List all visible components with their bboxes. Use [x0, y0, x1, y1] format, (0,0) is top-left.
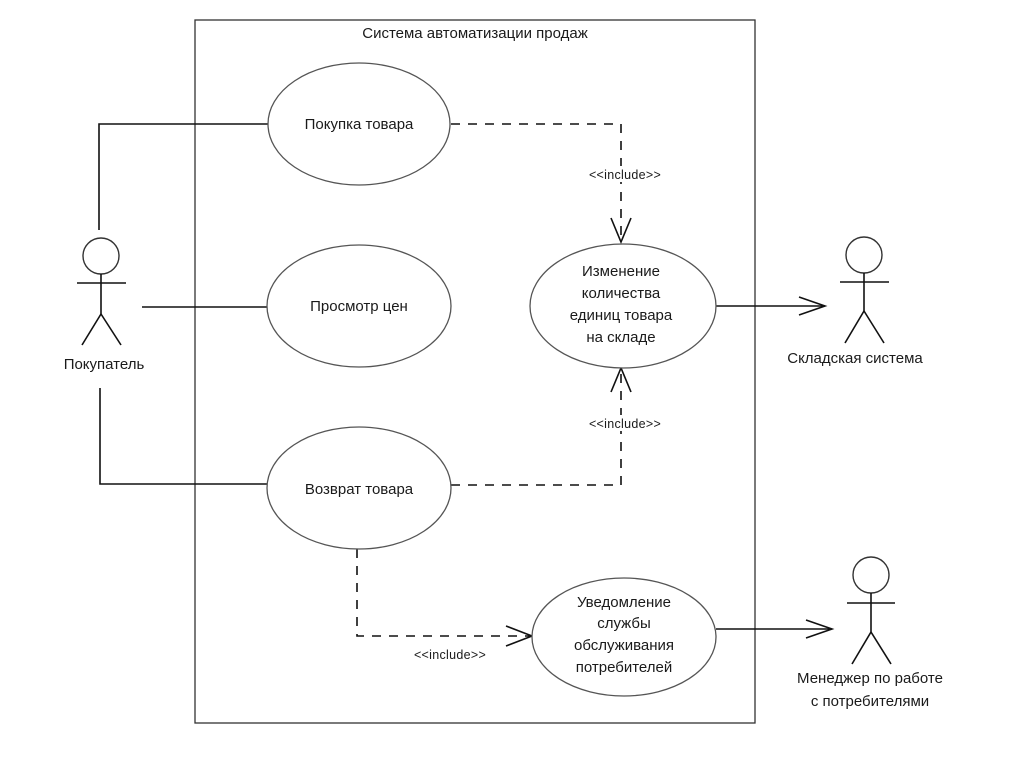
use-case-view-prices[interactable]: Просмотр цен — [266, 244, 452, 368]
include-label-return: <<include>> — [589, 417, 661, 431]
use-case-notify-service[interactable]: Уведомление службы обслуживания потребит… — [531, 577, 717, 697]
include-return-change-stock — [451, 370, 622, 486]
use-case-return[interactable]: Возврат товара — [266, 426, 452, 550]
use-case-label-line: единиц товара — [570, 307, 673, 324]
use-case-label: Покупка товара — [305, 116, 414, 133]
use-case-ellipse — [529, 243, 717, 369]
stick-figure-icon — [840, 236, 889, 344]
label-bg — [572, 166, 678, 182]
actor-label: Покупатель — [64, 356, 145, 373]
include-label-notify: <<include>> — [414, 648, 486, 662]
use-case-purchase[interactable]: Покупка товара — [267, 62, 451, 186]
use-case-ellipse — [266, 426, 452, 550]
use-case-label-line: Изменение — [582, 263, 660, 280]
association-buyer-purchase — [98, 123, 268, 230]
association-arrowhead — [798, 296, 828, 316]
include-purchase-change-stock — [451, 123, 622, 240]
use-case-label-line: количества — [582, 285, 661, 302]
use-case-change-stock[interactable]: Изменение количества единиц товара на ск… — [529, 243, 717, 369]
label-bg — [572, 415, 678, 431]
actor-buyer[interactable]: Покупатель — [64, 237, 145, 373]
include-return-notify — [356, 549, 530, 637]
stick-figure-icon — [77, 237, 126, 346]
use-case-ellipse — [531, 577, 717, 697]
actor-warehouse-system[interactable]: Складская система — [787, 236, 923, 367]
stick-figure-icon — [847, 556, 895, 665]
use-case-label-line: на складе — [586, 329, 655, 346]
use-case-label: Просмотр цен — [310, 298, 408, 315]
actor-label-line: Менеджер по работе — [797, 670, 943, 687]
use-case-label-line: службы — [597, 615, 651, 632]
actor-label: Складская система — [787, 350, 923, 367]
actor-label-line: с потребителями — [811, 693, 929, 710]
include-arrowhead — [610, 217, 632, 245]
use-case-label-line: потребителей — [576, 659, 673, 676]
association-buyer-return — [99, 388, 267, 485]
system-boundary-title: Система автоматизации продаж — [362, 25, 588, 42]
system-boundary — [194, 19, 756, 724]
use-case-label-line: обслуживания — [574, 637, 674, 654]
use-case-label: Возврат товара — [305, 481, 414, 498]
association-arrowhead — [805, 619, 835, 639]
use-case-ellipse — [267, 62, 451, 186]
actor-customer-manager[interactable]: Менеджер по работе с потребителями — [797, 556, 943, 710]
include-label-purchase: <<include>> — [589, 168, 661, 182]
use-case-ellipse — [266, 244, 452, 368]
use-case-label-line: Уведомление — [577, 594, 671, 611]
